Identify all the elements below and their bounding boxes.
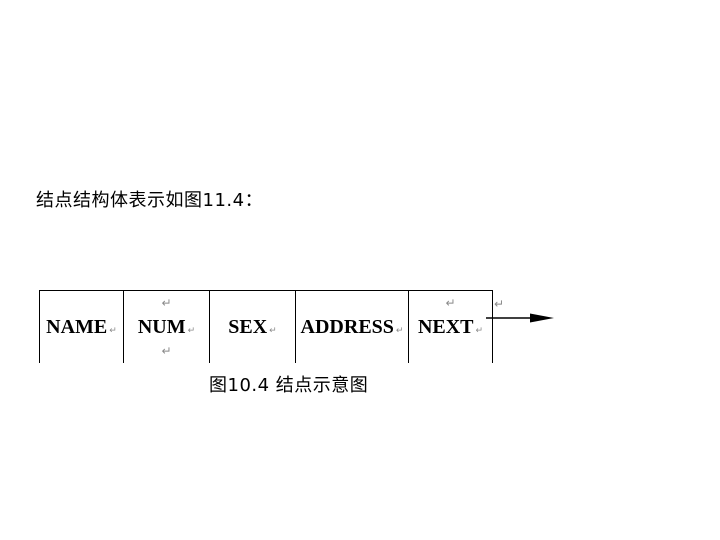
pilcrow-mark: ↵: [161, 296, 172, 310]
table-cell-address: ADDRESS↵: [295, 291, 408, 363]
intro-text: 结点结构体表示如图11.4：: [36, 190, 264, 211]
figure-caption: 图10.4 结点示意图: [209, 375, 369, 396]
pilcrow-mark: ↵: [187, 325, 196, 336]
pilcrow-mark: ↵: [445, 296, 456, 310]
pilcrow-mark: ↵: [161, 344, 172, 358]
cell-label-address: ADDRESS: [300, 315, 394, 338]
cell-label-sex: SEX: [228, 315, 268, 338]
cell-label-num: NUM: [137, 315, 186, 338]
node-structure-table: NAME↵ ↵ NUM↵ ↵ SEX↵ ADDRESS↵ ↵ NEXT↵: [39, 290, 493, 363]
pilcrow-mark: ↵: [475, 325, 484, 336]
table-cell-num: ↵ NUM↵ ↵: [123, 291, 209, 363]
table-cell-name: NAME↵: [39, 291, 123, 363]
pilcrow-mark: ↵: [494, 297, 505, 311]
cell-label-name: NAME: [46, 315, 108, 338]
pilcrow-mark: ↵: [395, 325, 404, 336]
pilcrow-mark: ↵: [109, 325, 117, 336]
table-cell-next: ↵ NEXT↵: [408, 291, 493, 363]
pilcrow-mark: ↵: [269, 325, 277, 336]
cell-label-next: NEXT: [417, 315, 474, 338]
table-cell-sex: SEX↵: [209, 291, 295, 363]
next-pointer-arrow-icon: [486, 313, 554, 323]
